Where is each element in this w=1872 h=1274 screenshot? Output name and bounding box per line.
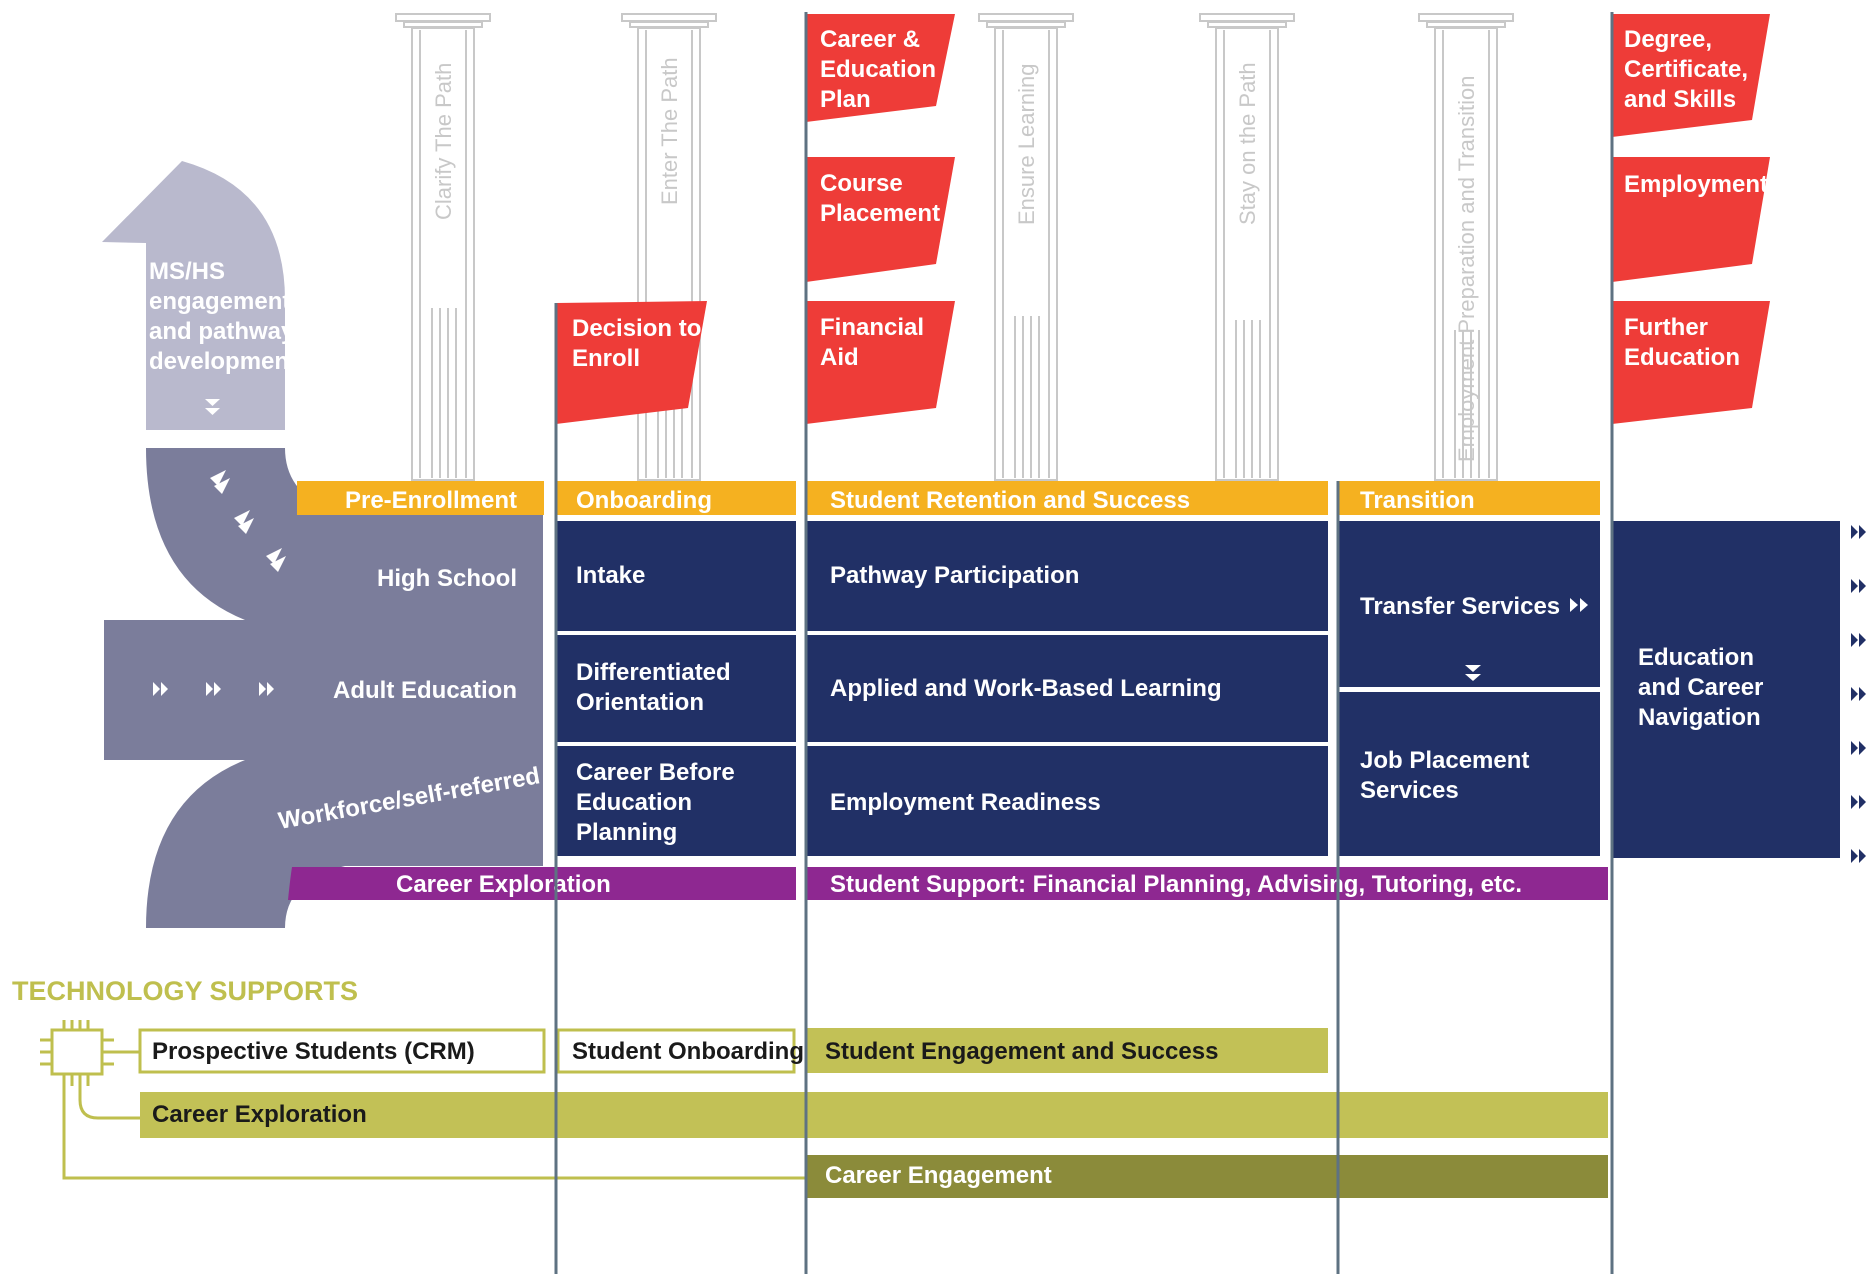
box-pathway-participation-label: Pathway Participation (830, 562, 1079, 589)
svg-text:Decision to Enroll: Decision to Enroll (572, 315, 708, 372)
box-applied-learning (806, 635, 1328, 742)
phase-label-pre-enrollment: Pre-Enrollment (345, 487, 517, 514)
chevron-diagonal-icon (210, 470, 286, 572)
box-job-placement-label: Job Placement Services (1360, 747, 1536, 804)
box-orientation (556, 635, 796, 742)
chip-icon (40, 1020, 114, 1086)
pillar-label: Enter The Path (657, 57, 682, 205)
box-transfer-services (1338, 521, 1600, 687)
technology-supports-title: TECHNOLOGY SUPPORTS (12, 976, 358, 1006)
ms-hs-arrow-shape (102, 161, 285, 430)
chevron-down-icon (1465, 665, 1481, 681)
svg-text:Employment: Employment (1624, 171, 1768, 198)
box-transfer-services-label: Transfer Services (1360, 593, 1560, 620)
svg-text:Financial Aid: Financial Aid (820, 314, 931, 371)
box-intake (556, 521, 796, 631)
box-career-before-education-label: Career Before Education Planning (576, 759, 741, 846)
tech-student-engagement-label: Student Engagement and Success (825, 1038, 1218, 1065)
tech-prospective-students (138, 1028, 546, 1074)
pathway-funnel-shape (104, 448, 543, 928)
chevron-down-icon (205, 399, 220, 415)
tech-student-onboarding-label: Student Onboarding (572, 1038, 804, 1065)
adult-education-label: Adult Education (333, 677, 517, 704)
box-education-career-navigation (1612, 521, 1840, 858)
tech-career-engagement-label: Career Engagement (825, 1162, 1052, 1189)
svg-text:Course Placement: Course Placement (820, 170, 940, 227)
tech-career-exploration (140, 1092, 1608, 1138)
phase-label-transition: Transition (1360, 487, 1475, 514)
support-band-student-support (806, 867, 1608, 900)
flag-decision-to-enroll: Decision to Enroll (556, 301, 708, 424)
box-job-placement (1338, 692, 1600, 856)
box-navigation-label: Education and Career Navigation (1638, 644, 1770, 731)
flag-degree-certificate: Degree, Certificate, and Skills (1612, 14, 1770, 137)
box-intake-label: Intake (576, 562, 645, 589)
pillar-stay: Stay on the Path (1199, 13, 1295, 481)
phase-label-retention: Student Retention and Success (830, 487, 1190, 514)
chevron-right-icon (153, 682, 274, 696)
pillar-label: Stay on the Path (1235, 62, 1260, 225)
phase-band-onboarding (556, 481, 796, 515)
ms-hs-label: MS/HS engagement and pathway development (149, 258, 301, 375)
flag-financial-aid: Financial Aid (806, 301, 955, 424)
box-employment-readiness-label: Employment Readiness (830, 789, 1101, 816)
tech-student-onboarding (556, 1028, 796, 1074)
pillar-label: Employment Preparation and Transition (1454, 76, 1479, 462)
pillar-label: Clarify The Path (431, 63, 456, 220)
flag-poles (554, 12, 1614, 1274)
svg-text:Degree, Certificate,: Degree, Certificate, and Skills (1624, 26, 1755, 113)
box-career-before-education (556, 746, 796, 856)
box-orientation-label: Differentiated Orientation (576, 659, 737, 716)
high-school-label: High School (377, 565, 517, 592)
phase-band-pre-enrollment (297, 481, 544, 515)
support-label-career-exploration: Career Exploration (396, 871, 611, 898)
chevron-right-icon (1851, 525, 1866, 863)
pillar-ensure: Ensure Learning (978, 13, 1074, 481)
box-applied-learning-label: Applied and Work-Based Learning (830, 675, 1222, 702)
tech-career-engagement (806, 1155, 1608, 1198)
flag-career-education-plan: Career & Education Plan (806, 14, 955, 122)
svg-text:Further Education: Further Education (1624, 314, 1740, 371)
chevron-right-icon (1570, 598, 1588, 612)
phase-band-transition (1338, 481, 1600, 515)
pillar-employment-prep: Employment Preparation and Transition (1418, 13, 1514, 481)
flag-further-education: Further Education (1612, 301, 1770, 424)
tech-prospective-students-label: Prospective Students (CRM) (152, 1038, 475, 1065)
svg-text:Career & Education: Career & Education Plan (820, 26, 943, 113)
box-pathway-participation (806, 521, 1328, 631)
support-label-student-support: Student Support: Financial Planning, Adv… (830, 871, 1522, 898)
box-employment-readiness (806, 746, 1328, 856)
flag-course-placement: Course Placement (806, 157, 955, 282)
tech-student-engagement (806, 1028, 1328, 1073)
pillar-clarify: Clarify The Path (395, 13, 491, 481)
chip-connector-lines (62, 1050, 806, 1180)
phase-label-onboarding: Onboarding (576, 487, 712, 514)
tech-career-exploration-label: Career Exploration (152, 1101, 367, 1128)
flag-employment: Employment (1612, 157, 1770, 282)
phase-band-retention (806, 481, 1328, 515)
support-band-career-exploration (288, 867, 796, 900)
pillar-label: Ensure Learning (1014, 64, 1039, 225)
